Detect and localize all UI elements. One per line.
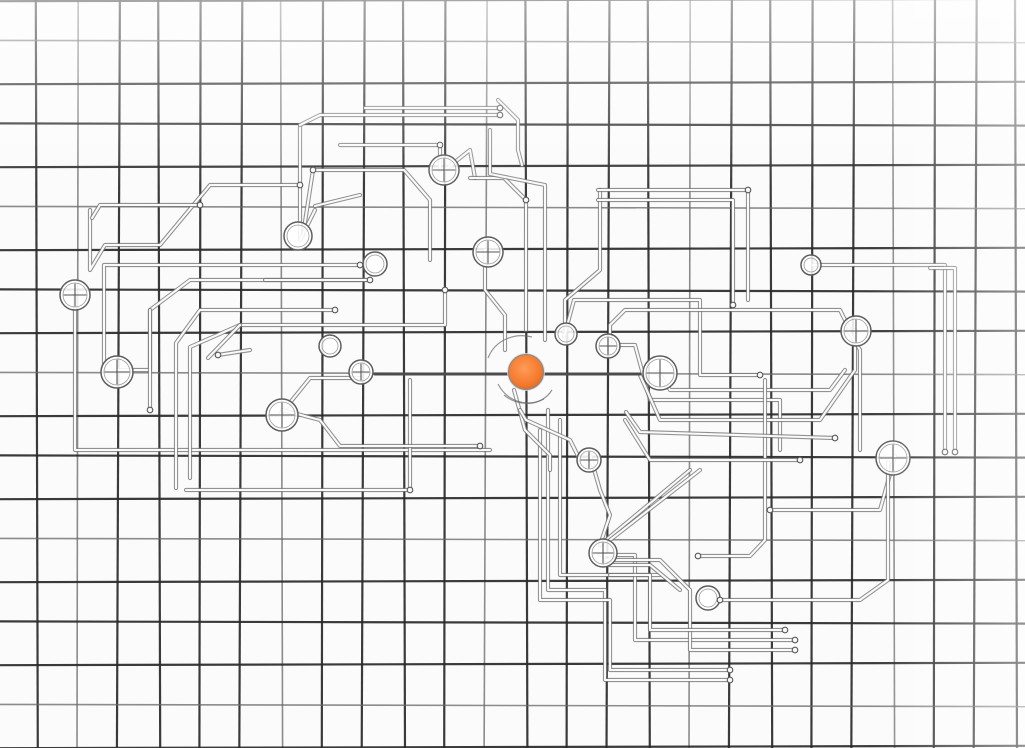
circuit-node	[800, 254, 822, 276]
circuit-node-ring	[362, 251, 388, 277]
circuit-endpoint	[756, 371, 764, 379]
circuit-node	[595, 333, 621, 359]
circuit-endpoint	[941, 448, 949, 456]
circuit-node	[318, 334, 342, 358]
circuit-endpoint	[146, 406, 154, 414]
circuit-endpoint	[296, 181, 304, 189]
circuit-endpoint	[729, 301, 737, 309]
circuit-endpoint	[214, 351, 222, 359]
circuit-endpoint	[744, 186, 752, 194]
circuit-endpoint	[831, 434, 839, 442]
circuit-endpoint	[726, 666, 734, 674]
circuit-node	[642, 355, 678, 391]
circuit-endpoint	[406, 486, 414, 494]
circuit-endpoint	[694, 552, 702, 560]
circuit-node	[362, 251, 388, 277]
circuit-endpoint	[356, 261, 364, 269]
circuit-endpoint	[309, 166, 317, 174]
circuit-node	[554, 322, 578, 346]
circuit-endpoint	[951, 448, 959, 456]
circuit-endpoint	[441, 286, 449, 294]
circuit-node	[840, 315, 872, 347]
circuit-endpoint	[496, 104, 504, 112]
circuit-endpoint	[496, 111, 504, 119]
circuit-node	[59, 279, 91, 311]
grid-vertical-line	[198, 0, 202, 748]
circuit-endpoint	[436, 141, 444, 149]
circuit-node	[100, 355, 134, 389]
circuit-endpoint	[726, 676, 734, 684]
center-node-orange	[507, 353, 545, 391]
circuit-node	[348, 359, 374, 385]
grid-vertical-line	[320, 0, 325, 748]
circuit-node-ring	[283, 221, 313, 251]
circuit-endpoint	[716, 596, 724, 604]
circuit-node	[265, 398, 299, 432]
circuit-endpoint	[331, 306, 339, 314]
circuit-endpoint	[366, 276, 374, 284]
circuit-endpoint	[476, 442, 484, 450]
circuit-endpoint	[791, 646, 799, 654]
circuit-node	[875, 440, 911, 476]
circuit-endpoint	[781, 626, 789, 634]
circuit-endpoint	[196, 201, 204, 209]
circuit-node-ring	[695, 585, 721, 611]
circuit-endpoint	[522, 196, 530, 204]
circuit-node	[695, 585, 721, 611]
circuit-node	[576, 447, 602, 473]
circuit-endpoint	[791, 636, 799, 644]
circuit-node	[428, 154, 460, 186]
circuit-endpoint	[766, 506, 774, 514]
circuit-node	[283, 221, 313, 251]
circuit-node	[588, 538, 618, 568]
circuit-endpoint	[796, 456, 804, 464]
circuit-node	[472, 236, 504, 268]
